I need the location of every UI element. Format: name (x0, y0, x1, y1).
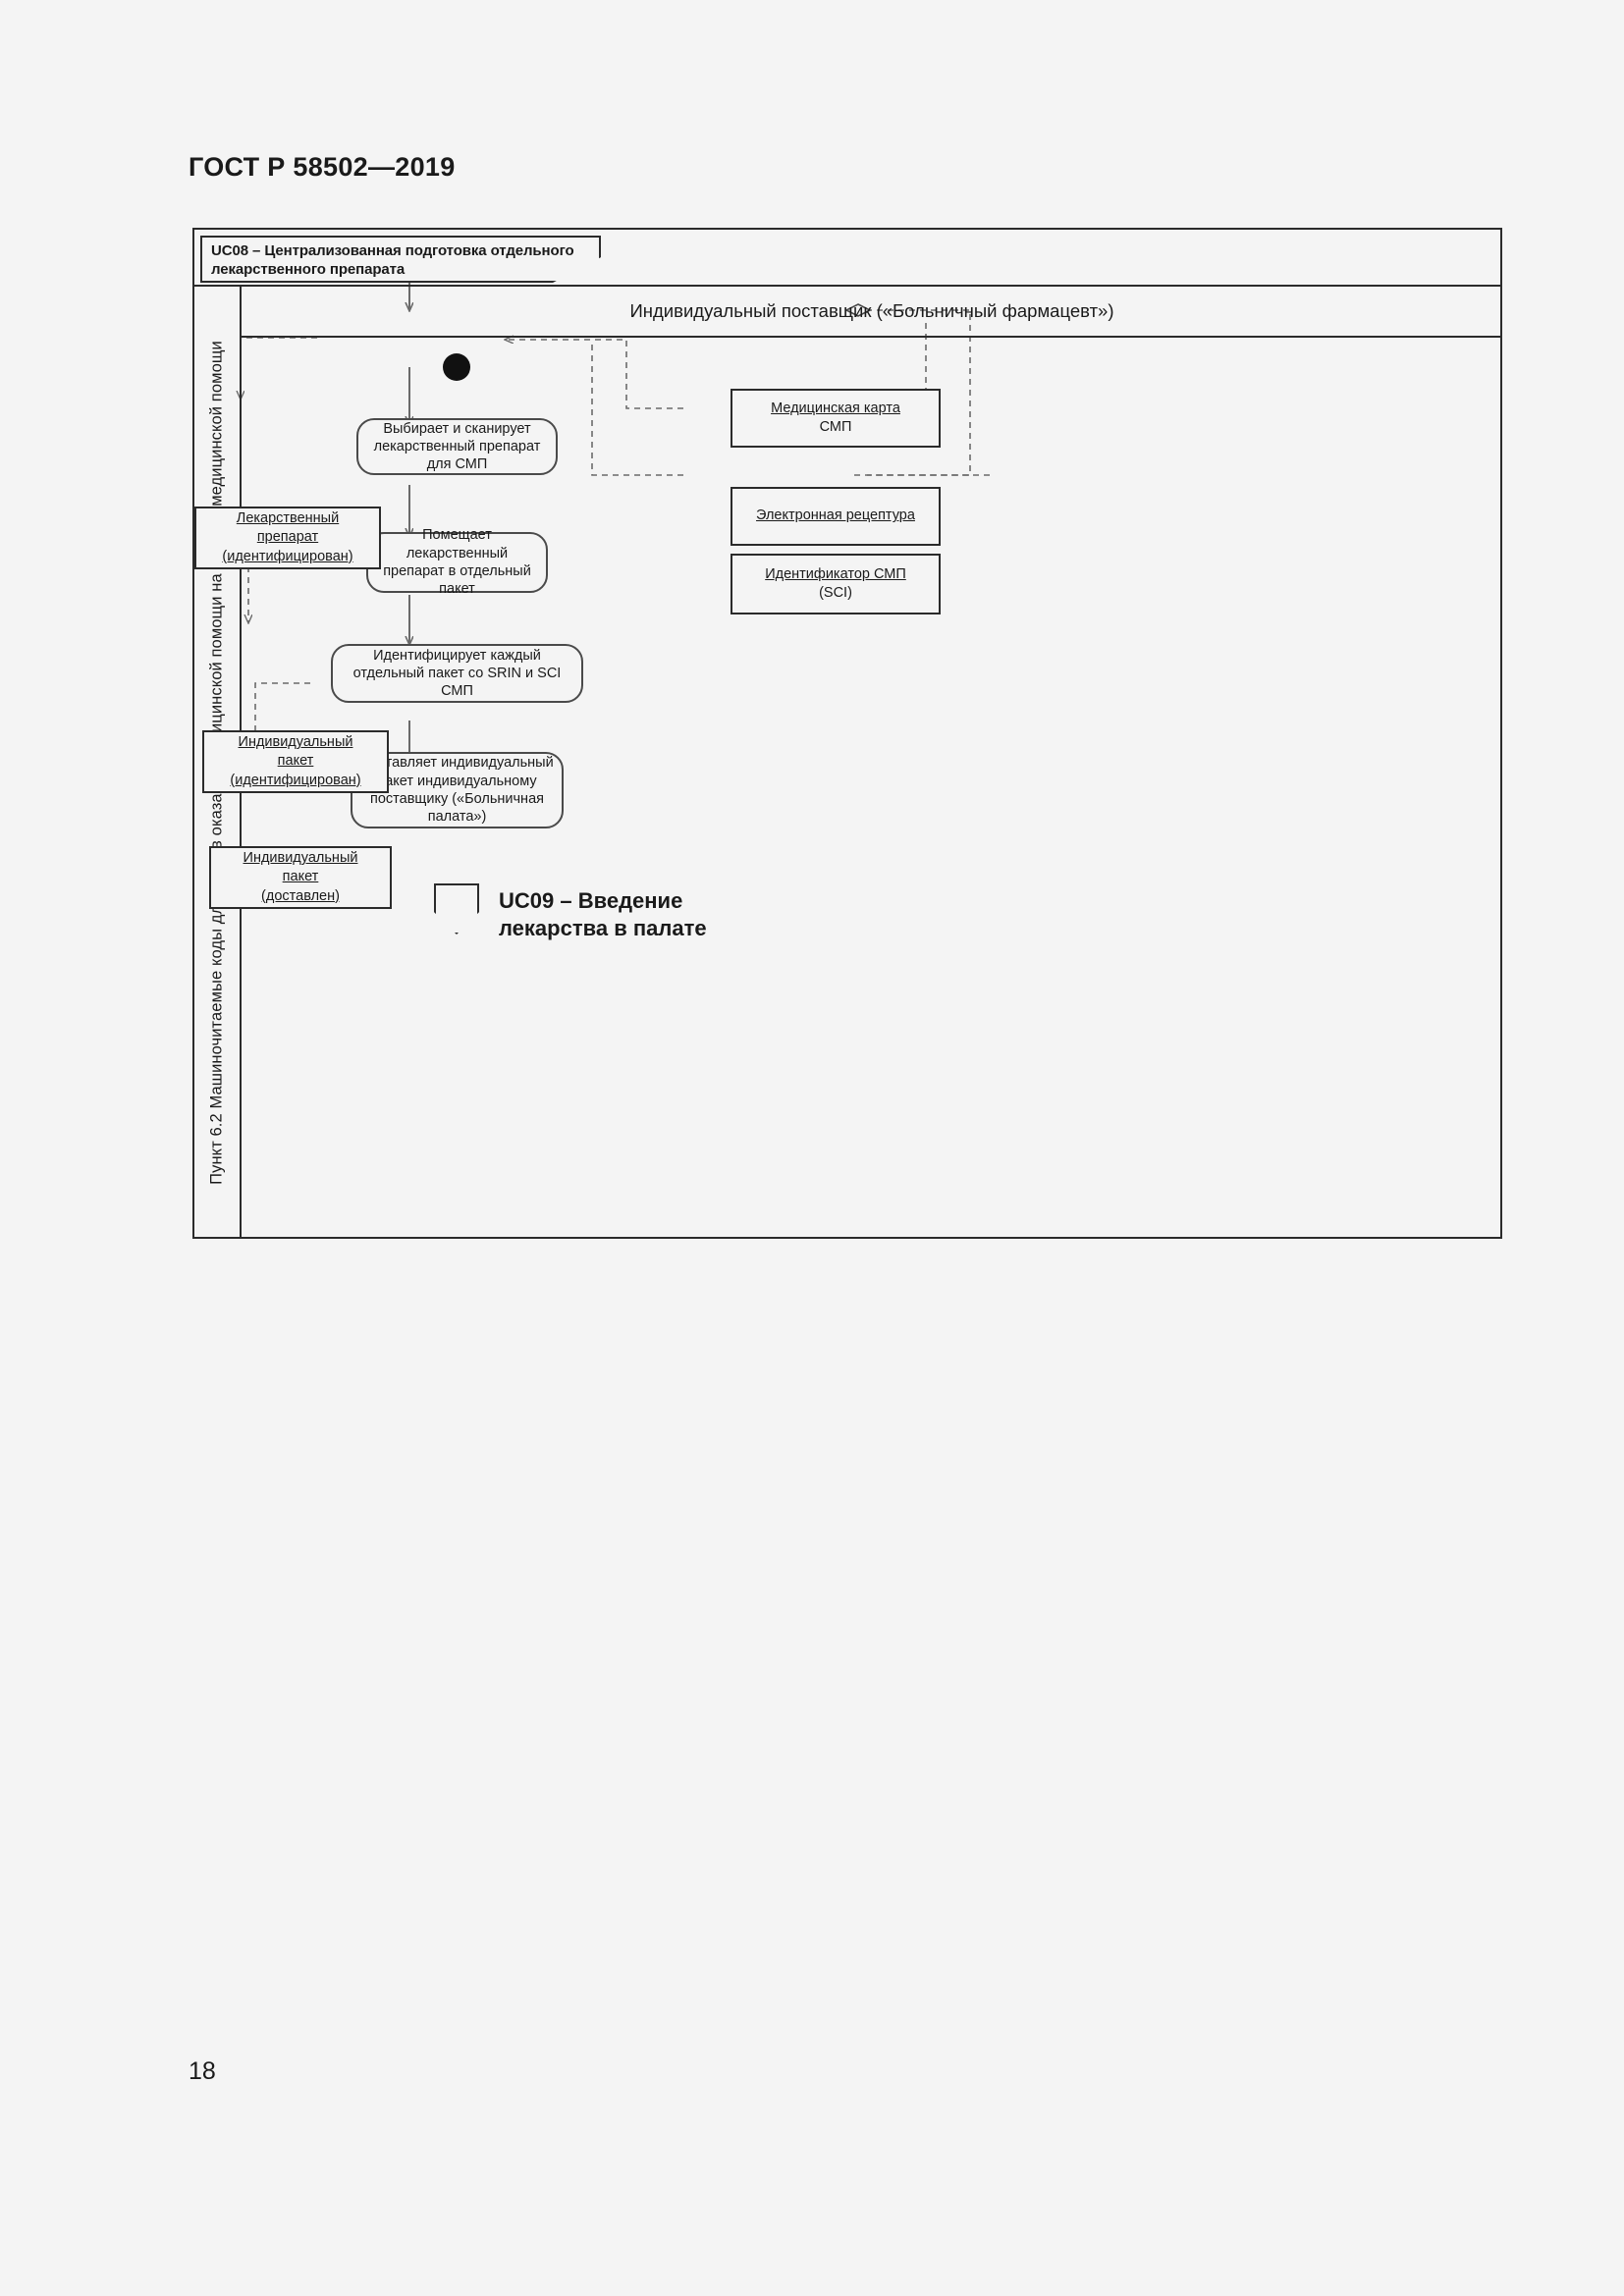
initial-node-icon (443, 353, 470, 381)
swimlane-header: Индивидуальный поставщик («Больничный фа… (242, 285, 1502, 338)
action-node-deliver-package-label: Доставляет индивидуальный пакет индивиду… (360, 755, 554, 826)
object-node-package-identified-line3: (идентифицирован) (230, 772, 361, 788)
object-node-package-delivered-line2: пакет (282, 869, 319, 885)
object-node-package-identified-line1: Индивидуальный (238, 734, 353, 751)
action-node-place-package[interactable]: Помещает лекарственный препарат в отдель… (366, 527, 548, 597)
use-case-title-tab: UC08 – Централизованная подготовка отдел… (200, 236, 601, 283)
object-node-package-identified-line2: пакет (277, 753, 314, 770)
next-use-case-label: UC09 – Введение лекарства в палате (499, 887, 707, 941)
flow-final-node-icon (434, 883, 479, 934)
use-case-title-text: UC08 – Централизованная подготовка отдел… (211, 242, 574, 279)
object-node-electronic-prescription-line1: Электронная рецептура (756, 507, 915, 524)
object-node-electronic-prescription[interactable]: Электронная рецептура (731, 487, 941, 546)
swimlane-body: Выбирает и сканирует лекарственный препа… (194, 338, 1502, 1239)
object-node-medical-record-line2: СМП (819, 419, 852, 435)
action-node-place-package-label: Помещает лекарственный препарат в отдель… (383, 527, 531, 598)
object-node-medicine-identified-line3: (идентифицирован) (222, 548, 353, 564)
page-number: 18 (189, 2057, 216, 2085)
swimlane-header-label: Индивидуальный поставщик («Больничный фа… (629, 300, 1114, 321)
object-node-sci-identifier-line1: Идентификатор СМП (765, 565, 906, 582)
action-node-select-scan[interactable]: Выбирает и сканирует лекарственный препа… (356, 418, 558, 475)
object-node-package-identified[interactable]: Индивидуальный пакет (идентифицирован) (202, 730, 389, 793)
object-node-package-delivered-line1: Индивидуальный (243, 850, 358, 867)
object-node-sci-identifier[interactable]: Идентификатор СМП (SCI) (731, 554, 941, 614)
object-node-medical-record-line1: Медицинская карта (771, 400, 900, 416)
page-title: ГОСТ Р 58502—2019 (189, 152, 456, 182)
next-use-case-line1: UC09 – Введение (499, 888, 683, 913)
next-use-case-line2: лекарства в палате (499, 915, 707, 940)
object-node-medicine-identified-line2: препарат (256, 529, 319, 546)
object-node-package-delivered-line3: (доставлен) (261, 887, 340, 904)
object-node-sci-identifier-line2: (SCI) (819, 585, 852, 601)
object-node-package-delivered[interactable]: Индивидуальный пакет (доставлен) (209, 846, 392, 909)
action-node-select-scan-label: Выбирает и сканирует лекарственный препа… (373, 420, 541, 473)
object-node-medicine-identified[interactable]: Лекарственный препарат (идентифицирован) (194, 507, 381, 569)
object-node-medicine-identified-line1: Лекарственный (236, 510, 340, 527)
object-node-medical-record[interactable]: Медицинская карта СМП (731, 389, 941, 448)
action-node-identify-package-label: Идентифицирует каждый отдельный пакет со… (352, 647, 562, 700)
action-node-identify-package[interactable]: Идентифицирует каждый отдельный пакет со… (331, 644, 583, 703)
uml-activity-diagram: UC08 – Централизованная подготовка отдел… (192, 228, 1502, 1239)
